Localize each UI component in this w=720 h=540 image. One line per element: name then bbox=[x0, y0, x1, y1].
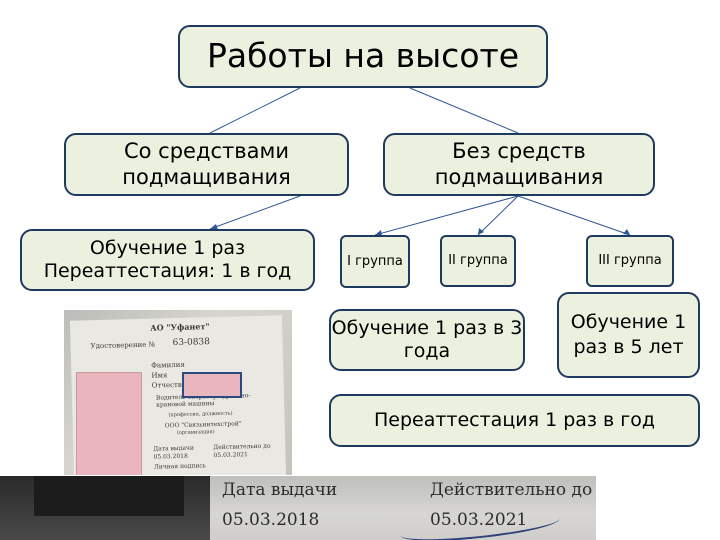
training-group-1-2-label: Обучение 1 раз в 3 года bbox=[331, 317, 523, 362]
without-scaffolding-label: Без средств подмащивания bbox=[434, 139, 604, 189]
without-scaffolding-node: Без средств подмащивания bbox=[383, 133, 655, 196]
certificate-photo: АО "Уфанет" Удостоверение № 63-0838 Фами… bbox=[64, 310, 292, 475]
cert-name-label: Имя bbox=[151, 371, 168, 380]
root-node: Работы на высоте bbox=[178, 25, 548, 88]
strip-valid-label: Действительно до bbox=[430, 480, 593, 500]
recertification-node: Переаттестация 1 раз в год bbox=[329, 394, 700, 447]
training-group-3-label: Обучение 1 раз в 5 лет bbox=[570, 311, 687, 358]
cert-number-label: Удостоверение № bbox=[90, 340, 156, 351]
cert-org: ООО "Связьинтехстрой" bbox=[164, 420, 242, 430]
group-1-label: I группа bbox=[347, 253, 403, 269]
cert-profession-caption: (профессия, должность) bbox=[168, 410, 233, 419]
group-2-label: II группа bbox=[448, 253, 508, 269]
redacted-photo-block bbox=[76, 372, 142, 475]
strip-dark-block bbox=[34, 476, 184, 516]
root-label: Работы на высоте bbox=[206, 36, 520, 76]
strip-valid-date: 05.03.2021 bbox=[430, 510, 528, 530]
with-scaffolding-label: Со средствами подмащивания bbox=[122, 139, 291, 189]
cert-signature-label: Личная подпись bbox=[153, 462, 207, 471]
with-scaffolding-rule-node: Обучение 1 раз Переаттестация: 1 в год bbox=[20, 229, 315, 291]
group-3-node: III группа bbox=[586, 235, 674, 287]
cert-valid-date: 05.03.2021 bbox=[213, 451, 248, 460]
rule-line-2: Переаттестация: 1 в год bbox=[43, 260, 292, 282]
recertification-label: Переаттестация 1 раз в год bbox=[373, 409, 656, 432]
cert-org-caption: (организация) bbox=[176, 429, 215, 437]
cert-issue-date: 05.03.2018 bbox=[153, 452, 188, 461]
group-2-node: II группа bbox=[440, 235, 516, 287]
cert-company: АО "Уфанет" bbox=[150, 321, 210, 333]
cert-patronymic-label: Отчество bbox=[151, 380, 187, 390]
cert-surname-label: Фамилия bbox=[151, 360, 185, 370]
rule-line-1: Обучение 1 раз bbox=[89, 237, 246, 260]
strip-issue-label: Дата выдачи bbox=[222, 480, 338, 500]
with-scaffolding-node: Со средствами подмащивания bbox=[64, 133, 349, 196]
group-3-label: III группа bbox=[598, 253, 662, 269]
redacted-name-block bbox=[182, 372, 242, 398]
training-group-1-2-node: Обучение 1 раз в 3 года bbox=[329, 309, 525, 371]
certificate-zoom-strip: Дата выдачи 05.03.2018 Действительно до … bbox=[0, 476, 596, 540]
cert-number: 63-0838 bbox=[172, 337, 211, 349]
training-group-3-node: Обучение 1 раз в 5 лет bbox=[557, 292, 700, 378]
cert-issue-label: Дата выдачи bbox=[153, 444, 195, 453]
group-1-node: I группа bbox=[340, 235, 410, 288]
cert-valid-label: Действительно до bbox=[213, 442, 271, 452]
strip-issue-date: 05.03.2018 bbox=[222, 510, 320, 530]
